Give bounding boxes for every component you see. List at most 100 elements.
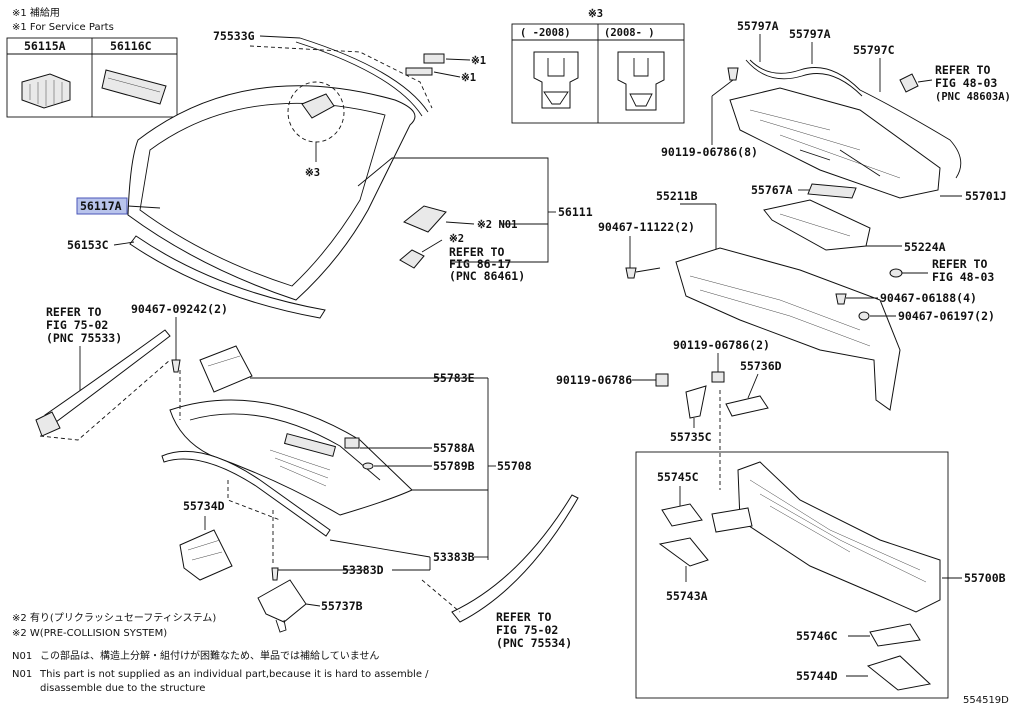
note-precrash-en: ※2 W(PRE-COLLISION SYSTEM) [12, 628, 167, 639]
clip-90467-11122-icon [625, 267, 637, 279]
windshield-glass[interactable] [127, 85, 416, 301]
ref-fig48b-line1[interactable]: REFER TO [932, 257, 987, 271]
bracket-late-icon [617, 51, 665, 111]
bolt-90119-icon [727, 67, 739, 81]
clip-90467-06197-icon [858, 311, 870, 321]
ref-fig48a-line1[interactable]: REFER TO [935, 63, 990, 77]
part-55735C[interactable]: 55735C [670, 430, 712, 444]
part-90119-06786[interactable]: 90119-06786 [556, 373, 632, 387]
part-56116C[interactable]: 56116C [110, 39, 152, 53]
nut-icon [899, 73, 919, 93]
clip-90467-icon [171, 359, 181, 373]
part-90119-06786-8[interactable]: 90119-06786(8) [661, 145, 758, 159]
note-precrash-jp: ※2 有り(プリクラッシュセーフティシステム) [12, 611, 216, 624]
variant-box: ※3 ( -2008) (2008- ) [511, 8, 685, 124]
ref-fig86-line2[interactable]: FIG 86-17 [449, 257, 511, 271]
grommet-icon [889, 268, 903, 278]
part-55211B[interactable]: 55211B [656, 189, 698, 203]
note1-marker-a: ※1 [471, 55, 486, 67]
cap-55788A-icon [344, 437, 360, 449]
bracket-early-icon [533, 51, 579, 109]
bracket-55735C-icon [685, 385, 707, 419]
part-90467-11122[interactable]: 90467-11122(2) [598, 220, 695, 234]
ref-fig75a-line3[interactable]: (PNC 75533) [46, 331, 122, 345]
part-55744D[interactable]: 55744D [796, 669, 838, 683]
part-90467-09242[interactable]: 90467-09242(2) [131, 302, 228, 316]
cowl-bracket-55737B-icon [257, 579, 307, 623]
ref-fig48b-line2[interactable]: FIG 48-03 [932, 270, 994, 284]
cowl-panel-55701J[interactable] [729, 87, 941, 199]
part-55700B[interactable]: 55700B [964, 571, 1006, 585]
ref-fig86-line3[interactable]: (PNC 86461) [449, 269, 525, 283]
part-55767A[interactable]: 55767A [751, 183, 793, 197]
figure-id: 554519D [963, 695, 1009, 706]
part-55708[interactable]: 55708 [497, 459, 532, 473]
sensor-bracket-icon [399, 205, 447, 269]
cover-55224A[interactable] [763, 199, 871, 251]
part-90467-06197[interactable]: 90467-06197(2) [898, 309, 995, 323]
part-55788A[interactable]: 55788A [433, 441, 475, 455]
bracket-55745C-icon [661, 503, 703, 527]
part-55734D[interactable]: 55734D [183, 499, 225, 513]
seal-53383B[interactable] [161, 450, 331, 537]
part-55746C[interactable]: 55746C [796, 629, 838, 643]
part-55745C[interactable]: 55745C [657, 470, 699, 484]
ref-fig48a-line3[interactable]: (PNC 48603A) [935, 91, 1011, 103]
note1-marker-b: ※1 [461, 72, 476, 84]
grommet-55789B-icon [362, 462, 374, 470]
note2-n01-marker: ※2 N01 [477, 219, 517, 231]
note-n01-en-2: disassemble due to the structure [40, 683, 205, 694]
part-56153C[interactable]: 56153C [67, 238, 109, 252]
ref-fig75b-line2[interactable]: FIG 75-02 [496, 623, 558, 637]
part-53383B[interactable]: 53383B [433, 550, 475, 564]
part-55701J[interactable]: 55701J [965, 189, 1007, 203]
part-56117A[interactable]: 56117A [80, 199, 122, 213]
seal-56153C[interactable] [129, 235, 326, 319]
pillar-garnish-icon [44, 329, 171, 426]
cowl-panel-55211B[interactable] [675, 247, 901, 411]
ref-fig75b-line1[interactable]: REFER TO [496, 610, 551, 624]
note-service-parts-jp: ※1 補給用 [12, 6, 60, 19]
part-55224A[interactable]: 55224A [904, 240, 946, 254]
molding-75533G[interactable] [299, 37, 429, 113]
part-55797A-a[interactable]: 55797A [737, 19, 779, 33]
clip-90467-06188-icon [835, 293, 847, 305]
part-55797A-b[interactable]: 55797A [789, 27, 831, 41]
seal-55797-line [749, 59, 962, 179]
ref-fig75a-line1[interactable]: REFER TO [46, 305, 101, 319]
part-55783E[interactable]: 55783E [433, 371, 475, 385]
part-75533G[interactable]: 75533G [213, 29, 255, 43]
part-55737B[interactable]: 55737B [321, 599, 363, 613]
clip-53383D-icon [271, 567, 279, 581]
variant-note-3: ※3 [588, 8, 603, 20]
cowl-assembly-55700B[interactable] [711, 461, 941, 613]
ref-fig48a-line2[interactable]: FIG 48-03 [935, 76, 997, 90]
part-55797C[interactable]: 55797C [853, 43, 895, 57]
part-56111[interactable]: 56111 [558, 205, 593, 219]
part-55789B[interactable]: 55789B [433, 459, 475, 473]
cowl-assembly-box [635, 451, 949, 699]
cowl-top-panel[interactable] [169, 399, 413, 516]
clip-56115A-icon [21, 73, 71, 109]
part-55743A[interactable]: 55743A [666, 589, 708, 603]
mirror-bracket-icon [301, 93, 335, 119]
part-90467-06188[interactable]: 90467-06188(4) [880, 291, 977, 305]
part-53383D[interactable]: 53383D [342, 563, 384, 577]
note-n01-code-jp: N01 [12, 651, 32, 662]
bracket-55746C-icon [869, 623, 921, 647]
cowl-end-bracket-icon [179, 529, 233, 581]
strip-56116C-icon [101, 69, 167, 105]
part-56117A-highlight [76, 197, 128, 215]
note-service-parts-en: ※1 For Service Parts [12, 22, 114, 33]
service-parts-box: 56115A 56116C [6, 37, 178, 118]
note-n01-jp: この部品は、構造上分解・組付けが困難なため、単品では補給していません [40, 649, 379, 662]
part-56115A[interactable]: 56115A [24, 39, 66, 53]
part-90119-06786-2[interactable]: 90119-06786(2) [673, 338, 770, 352]
ref-fig75b-line3[interactable]: (PNC 75534) [496, 636, 572, 650]
ref-fig86-line1[interactable]: REFER TO [449, 245, 504, 259]
pad-55767A-icon [807, 183, 857, 199]
part-55736D[interactable]: 55736D [740, 359, 782, 373]
bracket-55743A-icon [658, 537, 709, 567]
ref-fig75a-line2[interactable]: FIG 75-02 [46, 318, 108, 332]
